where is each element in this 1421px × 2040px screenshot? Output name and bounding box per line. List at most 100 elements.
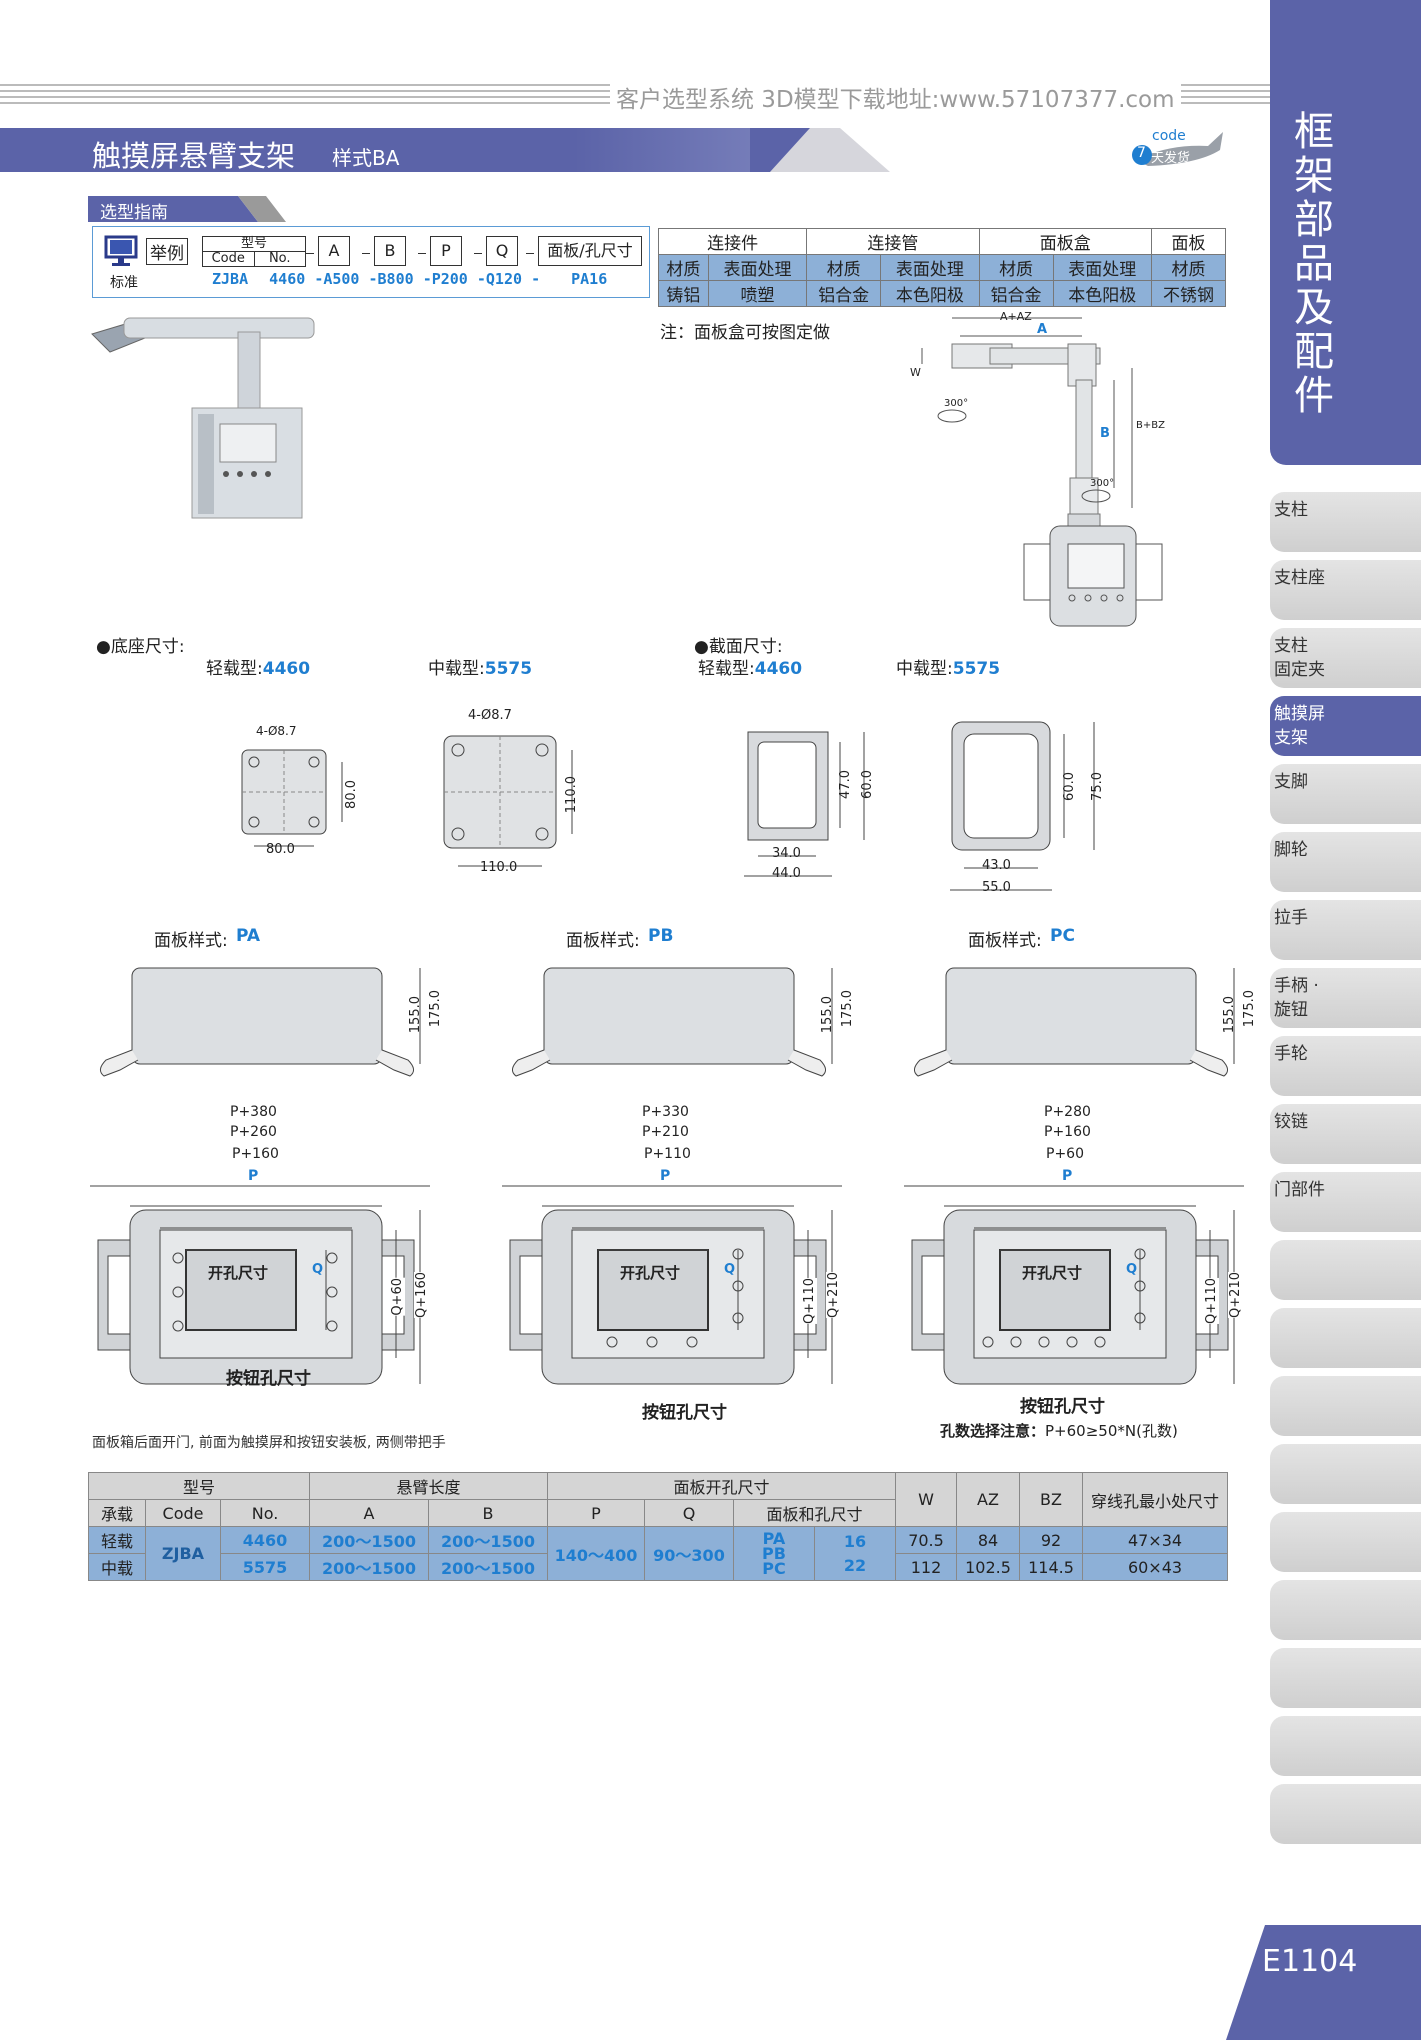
- s1-inner-height: 47.0: [838, 770, 853, 799]
- guide-box-0: A: [318, 236, 350, 266]
- sidebar-tab-empty[interactable]: [1270, 1240, 1421, 1300]
- size-table: 型号 悬臂长度 面板开孔尺寸 W AZ BZ 穿线孔最小处尺寸 承载 Code …: [88, 1472, 1228, 1581]
- spec-val-3: 本色阳极: [880, 280, 980, 307]
- size-table-header-1: 型号 悬臂长度 面板开孔尺寸 W AZ BZ 穿线孔最小处尺寸: [88, 1472, 1228, 1527]
- sidebar-tab-7[interactable]: 手柄 · 旋钮: [1270, 968, 1421, 1028]
- v-q: -Q120: [476, 270, 523, 288]
- sidebar-tab-1[interactable]: 支柱座: [1270, 560, 1421, 620]
- spec-val-6: 不锈钢: [1150, 280, 1227, 307]
- sec-mid: 中载型:5575: [896, 654, 1000, 679]
- sidebar-tab-9[interactable]: 铰链: [1270, 1104, 1421, 1164]
- delivery-badge: code 7 天发货: [1128, 124, 1228, 174]
- dim-a: A: [1037, 322, 1048, 337]
- download-url[interactable]: 客户选型系统 3D模型下载地址:www.57107377.com: [610, 80, 1181, 114]
- sidebar-tab-3[interactable]: 触摸屏 支架: [1270, 696, 1421, 756]
- spec-val-0: 铸铝: [658, 280, 709, 307]
- th-az: AZ: [956, 1472, 1020, 1527]
- s1-outer-width: 44.0: [772, 866, 801, 881]
- no-header: No.: [268, 251, 291, 266]
- th-p: P: [547, 1499, 645, 1527]
- badge-num: 7: [1137, 145, 1146, 161]
- sidebar-tab-empty[interactable]: [1270, 1308, 1421, 1368]
- spec-val-5: 本色阳极: [1052, 280, 1152, 307]
- th-w: W: [895, 1472, 957, 1527]
- guide-example-values: ZJBA 4460 -A500 -B800 -P200 -Q120 - PA16: [212, 270, 607, 288]
- sidebar-header: [1270, 0, 1421, 465]
- panel-q: Q: [724, 1262, 736, 1277]
- sidebar-tab-empty[interactable]: [1270, 1716, 1421, 1776]
- cutout-label: 开孔尺寸: [208, 1264, 269, 1282]
- base-light: 轻载型:4460: [206, 654, 310, 679]
- panel-h2: 175.0: [428, 990, 443, 1028]
- guide-tab: 选型指南: [88, 196, 286, 223]
- sidebar-tab-empty[interactable]: [1270, 1648, 1421, 1708]
- v-a: -A500: [314, 270, 360, 288]
- sidebar-tab-2[interactable]: 支柱 固定夹: [1270, 628, 1421, 688]
- sidebar-tab-empty[interactable]: [1270, 1784, 1421, 1844]
- row1-no: 5575: [220, 1553, 310, 1581]
- sidebar-tab-0[interactable]: 支柱: [1270, 492, 1421, 552]
- panel-h1: 155.0: [820, 996, 835, 1034]
- sec-light: 轻载型:4460: [698, 654, 802, 679]
- panel-style-code: PB: [648, 926, 674, 946]
- base-mid-val: 5575: [484, 659, 533, 679]
- row-p-range: 140～400: [547, 1526, 645, 1581]
- guide-box: [92, 226, 650, 298]
- th-no: No.: [220, 1499, 310, 1527]
- base-drawing-5575: 4-Ø8.7 110.0 110.0: [436, 706, 596, 886]
- s2-inner-width: 43.0: [982, 858, 1011, 873]
- panel-style-code: PC: [1050, 926, 1075, 946]
- panel-style-label: 面板样式:: [566, 931, 640, 951]
- th-bz: BZ: [1019, 1472, 1083, 1527]
- row1-a: 200～1500: [309, 1553, 429, 1581]
- sidebar-tab-5[interactable]: 脚轮: [1270, 832, 1421, 892]
- v-code: ZJBA: [212, 270, 249, 288]
- row1-b: 200～1500: [428, 1553, 548, 1581]
- spec-sub-4: 材质: [978, 254, 1054, 281]
- example-label: 举例: [146, 238, 188, 265]
- sidebar-tab-label: 手轮: [1274, 1044, 1308, 1064]
- button-hole-label: 按钮孔尺寸: [642, 1403, 727, 1423]
- panel-h2: 175.0: [840, 990, 855, 1028]
- sidebar-tab-empty[interactable]: [1270, 1512, 1421, 1572]
- b1-height: 80.0: [344, 780, 359, 809]
- sidebar-tab-empty[interactable]: [1270, 1376, 1421, 1436]
- panel-q: Q: [1126, 1262, 1138, 1277]
- title-bar: [0, 128, 820, 172]
- sec-light-label: 轻载型:: [698, 659, 755, 679]
- page-subtitle: 样式BA: [332, 146, 400, 170]
- product-photo: [91, 317, 315, 519]
- spec-val-2: 铝合金: [806, 280, 882, 307]
- panel-hq-1: Q+210: [826, 1272, 841, 1318]
- v-dash: -: [531, 270, 541, 288]
- sidebar-tab-empty[interactable]: [1270, 1444, 1421, 1504]
- dim-a-az: A+AZ: [1000, 310, 1032, 323]
- hole-note: 孔数选择注意：P+60≥50*N(孔数): [940, 1420, 1178, 1441]
- sidebar-tab-empty[interactable]: [1270, 1580, 1421, 1640]
- hole-note-bold: 孔数选择注意：: [940, 1422, 1046, 1440]
- spec-sub-row: 材质表面处理材质表面处理材质表面处理材质: [658, 254, 1227, 281]
- size-table-header-2: 承载 Code No. A B P Q 面板和孔尺寸: [88, 1499, 1228, 1527]
- section-drawing-4460: 34.0 44.0 47.0 60.0: [740, 724, 880, 894]
- page-number: E1104: [1262, 1944, 1358, 1979]
- spec-sub-2: 材质: [806, 254, 882, 281]
- row1-load: 中载: [88, 1553, 146, 1581]
- sidebar-tab-10[interactable]: 门部件: [1270, 1172, 1421, 1232]
- row0-a: 200～1500: [309, 1526, 429, 1554]
- row0-b: 200～1500: [428, 1526, 548, 1554]
- spec-value-row: 铸铝喷塑铝合金本色阳极铝合金本色阳极不锈钢: [658, 280, 1227, 307]
- sidebar-tab-6[interactable]: 拉手: [1270, 900, 1421, 960]
- sec-light-val: 4460: [754, 659, 803, 679]
- guide-box-2: P: [430, 236, 462, 266]
- sidebar-tab-8[interactable]: 手轮: [1270, 1036, 1421, 1096]
- spec-group-box: 面板盒: [978, 228, 1152, 255]
- row0-w: 70.5: [895, 1526, 957, 1554]
- page-number-bg: [1226, 1925, 1421, 2040]
- row1-hole: 60×43: [1082, 1553, 1228, 1581]
- panel-hq-0: Q+110: [802, 1278, 817, 1324]
- model-header-label: 型号: [203, 237, 305, 252]
- model-header: 型号 Code No.: [202, 236, 306, 267]
- sidebar-tab-4[interactable]: 支脚: [1270, 764, 1421, 824]
